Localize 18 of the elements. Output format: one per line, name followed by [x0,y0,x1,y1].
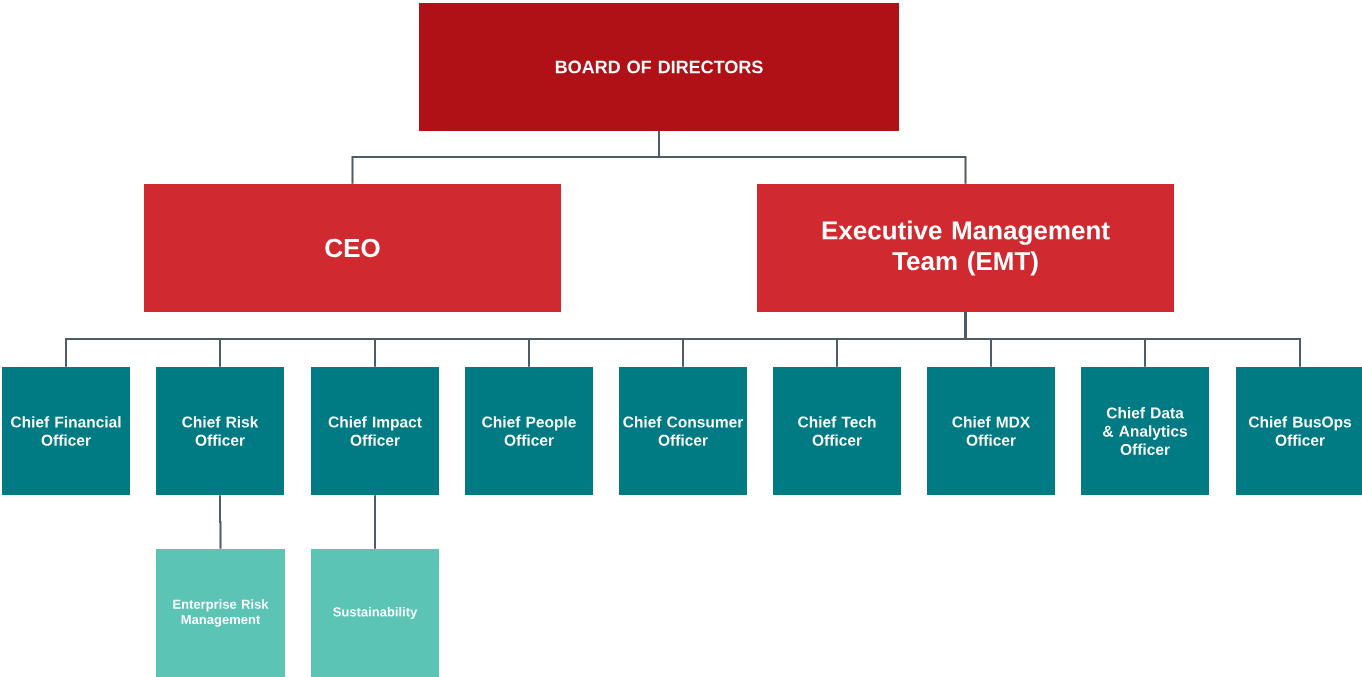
connector [219,494,222,550]
officer-box: Chief Data & Analytics Officer [1081,367,1209,495]
connector [374,494,376,550]
unit-box: Enterprise Risk Management [156,549,285,677]
officer-box: Chief BusOps Officer [1236,367,1362,495]
officer-box: Chief Impact Officer [311,367,439,495]
officer-box: Chief Financial Officer [2,367,130,495]
unit-box: Sustainability [311,549,439,677]
team-box: Executive Management Team (EMT) [757,184,1174,312]
officer-box: Chief Risk Officer [156,367,284,495]
officer-box: Chief Tech Officer [773,367,901,495]
officer-box: Chief People Officer [465,367,593,495]
board-box: BOARD OF DIRECTORS [419,3,899,131]
connector [658,130,967,185]
officer-box: Chief MDX Officer [927,367,1055,495]
role-box: CEO [144,184,561,312]
officer-box: Chief Consumer Officer [619,367,747,495]
connector [964,311,1301,368]
